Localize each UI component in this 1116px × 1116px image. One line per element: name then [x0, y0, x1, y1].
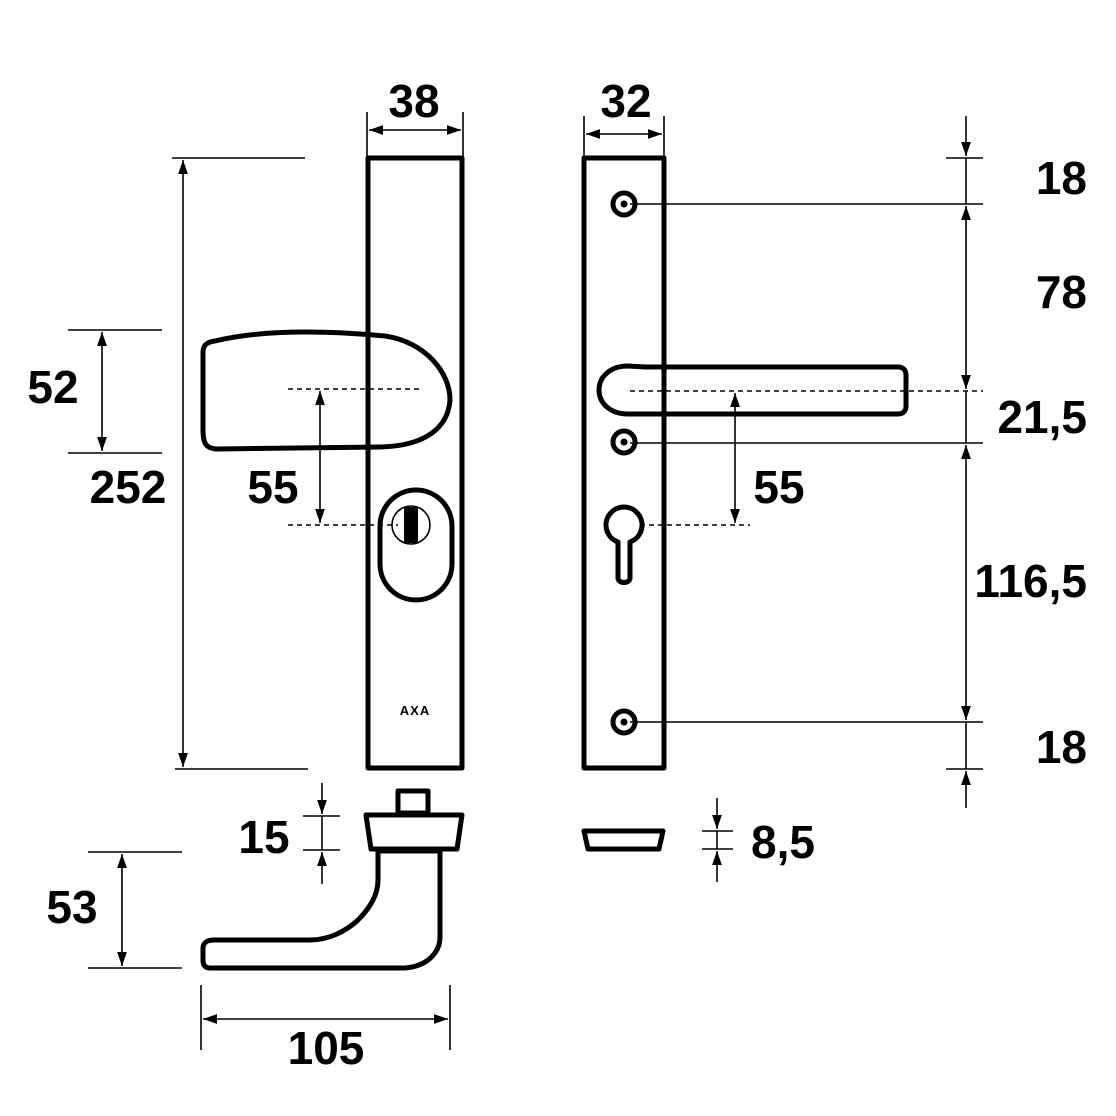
back-plate — [581, 155, 667, 771]
back-plate-depth-label: 8,5 — [751, 816, 815, 868]
knob-cylinder-distance-label: 55 — [247, 461, 298, 513]
handle-drop-dimension: 53 — [46, 851, 182, 969]
total-height-dimension: 252 — [90, 157, 308, 770]
top-screw-lever-label: 78 — [1036, 266, 1087, 318]
back-width-label: 32 — [600, 75, 651, 127]
knob-height-dimension: 52 — [27, 329, 162, 454]
rose-section — [363, 812, 465, 852]
back-plate-section — [581, 828, 666, 852]
back-plate-side-view: 8,5 — [581, 798, 815, 882]
lever-side-outline — [200, 848, 443, 971]
handle-drop-label: 53 — [46, 881, 97, 933]
knob-outline — [200, 329, 453, 452]
top-margin-label: 18 — [1036, 152, 1087, 204]
middle-screw-icon — [610, 428, 638, 456]
brand-mark: AXA — [400, 703, 430, 718]
front-width-label: 38 — [388, 75, 439, 127]
thumbturn-slot — [404, 507, 418, 543]
lever-handle-outline — [596, 363, 909, 417]
lever-mid-screw-label: 21,5 — [997, 391, 1087, 443]
lever-cylinder-distance-label: 55 — [753, 461, 804, 513]
mid-bottom-screw-label: 116,5 — [974, 555, 1087, 607]
total-height-label: 252 — [90, 461, 167, 513]
back-plate-view: 32 — [581, 75, 909, 771]
handle-length-dimension: 105 — [200, 985, 451, 1074]
front-plate-view: AXA 38 — [200, 75, 465, 771]
bottom-margin-label: 18 — [1036, 721, 1087, 773]
knob-height-label: 52 — [27, 361, 78, 413]
thumbturn-escutcheon — [377, 487, 455, 603]
cylinder-keyhole — [603, 504, 645, 585]
lever-cylinder-distance-dimension: 55 — [630, 390, 983, 526]
front-plate — [365, 155, 465, 771]
handle-length-label: 105 — [288, 1022, 365, 1074]
rose-depth-label: 15 — [238, 811, 289, 863]
spindle-stub — [395, 788, 431, 816]
knob-cylinder-distance-dimension: 55 — [247, 388, 420, 526]
screw-spacing-dimensions: 18 78 21,5 116,5 18 — [630, 116, 1087, 808]
lever-handle-side-view: 15 — [200, 783, 465, 971]
